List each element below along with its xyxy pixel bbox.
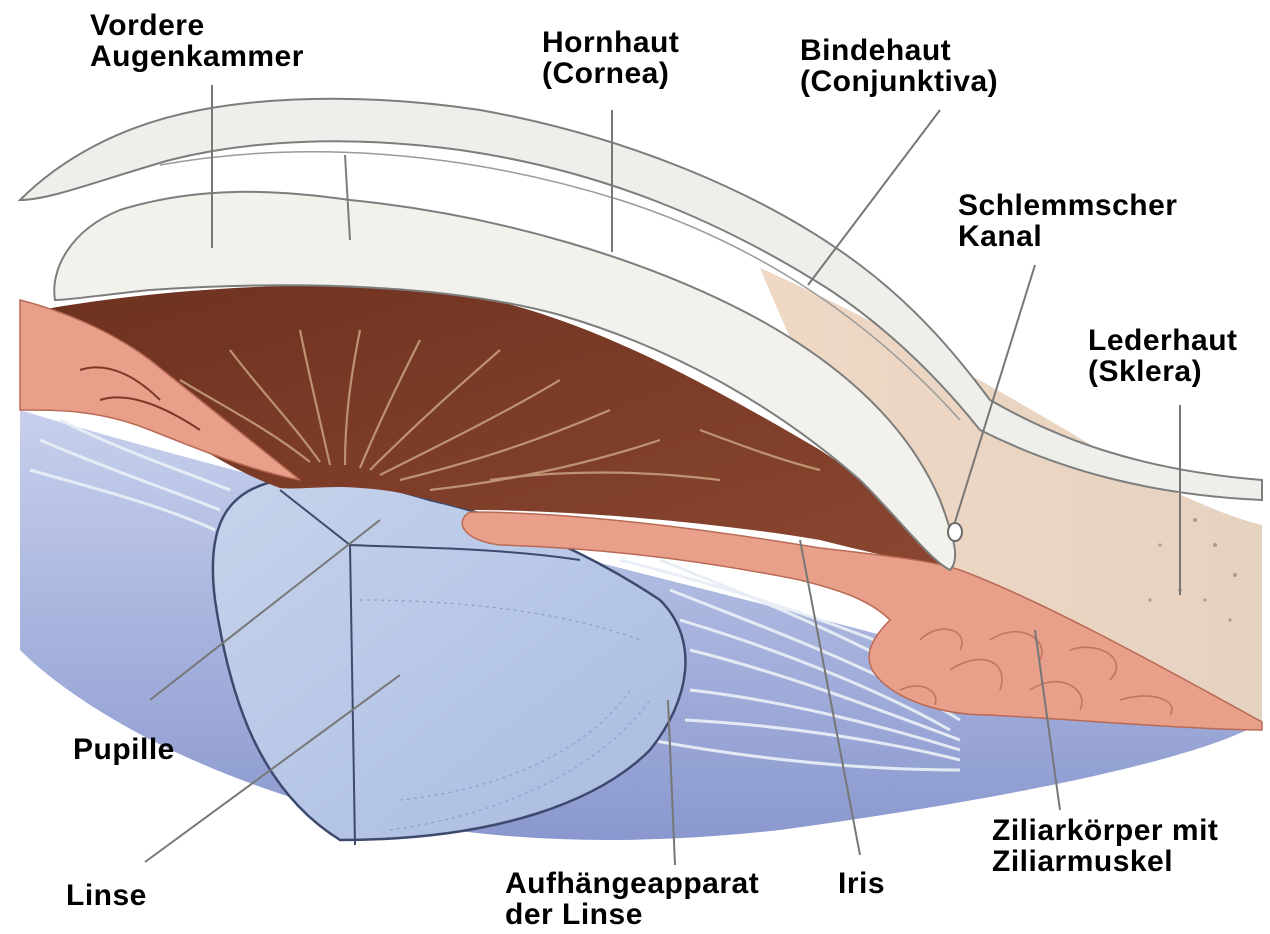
label-pupille: Pupille	[73, 734, 175, 765]
label-iris: Iris	[838, 868, 885, 899]
leader-bindehaut	[808, 110, 940, 285]
label-bindehaut: Bindehaut (Conjunktiva)	[800, 35, 998, 97]
label-vordere-augenkammer: Vordere Augenkammer	[90, 10, 304, 72]
label-aufhaengeapparat: Aufhängeapparat der Linse	[505, 868, 759, 930]
schlemm-canal-shape	[948, 523, 962, 541]
label-lederhaut: Lederhaut (Sklera)	[1088, 325, 1238, 387]
label-hornhaut: Hornhaut (Cornea)	[542, 27, 679, 89]
label-schlemmscher-kanal: Schlemmscher Kanal	[958, 190, 1177, 252]
label-linse: Linse	[66, 880, 147, 911]
label-ziliarkoerper: Ziliarkörper mit Ziliarmuskel	[992, 815, 1218, 877]
